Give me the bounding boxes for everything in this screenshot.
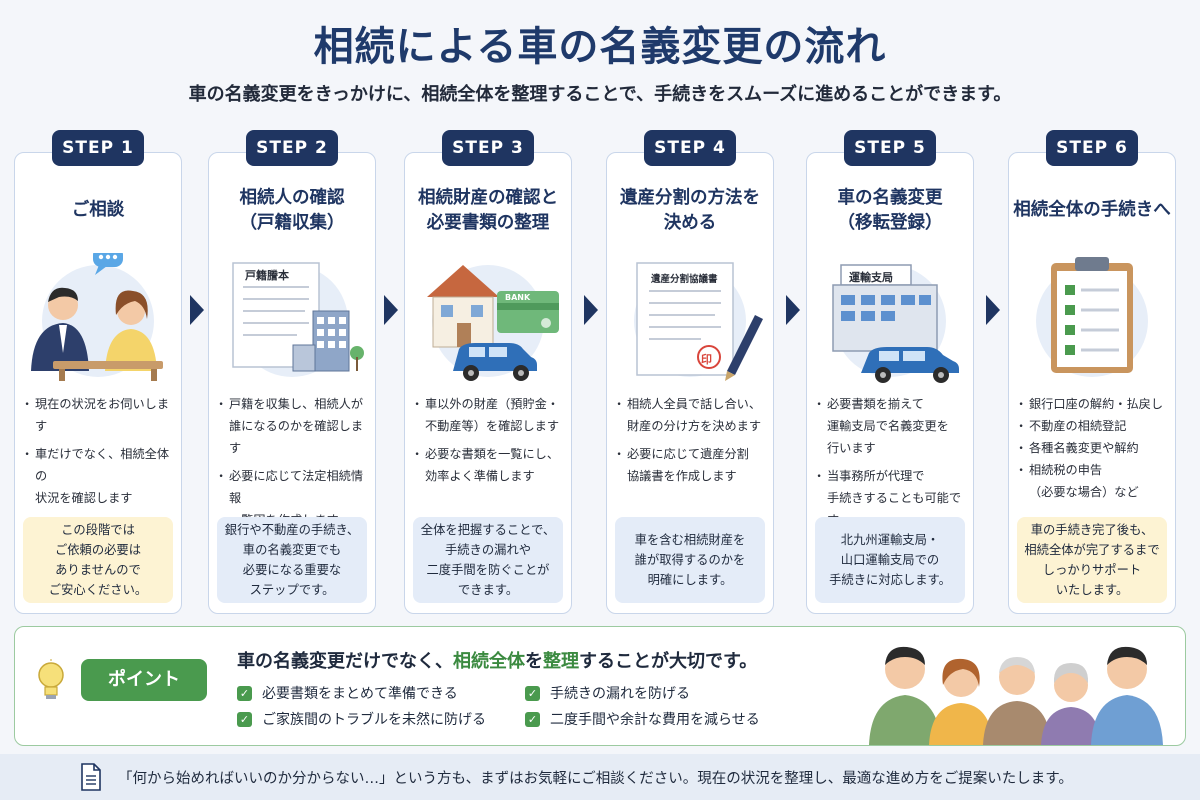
step-bullets: 相続人全員で話し合い、 財産の分け方を決めます 必要に応じて遺産分割 協議書を作… <box>613 393 767 493</box>
step-title: 車の名義変更 （移転登録） <box>837 187 943 233</box>
check-item: ✓ 二度手間や余計な費用を減らせる <box>525 709 760 729</box>
family-register-illustration <box>232 262 364 377</box>
arrow-right-icon <box>786 295 800 325</box>
step-card-2: 相続人の確認 （戸籍収集） 戸籍謄本 戸籍を収集し、相続人が 誰になるのかを確認… <box>208 152 376 614</box>
document-icon <box>81 763 101 791</box>
step-note: 全体を把握することで、 手続きの漏れや 二度手間を防ぐことが できます。 <box>413 517 563 603</box>
step-badge-4: STEP 4 <box>644 130 736 166</box>
bullet-item: 必要書類を揃えて 運輸支局で名義変更を 行います <box>813 393 967 459</box>
footer-message: 「何から始めればいいのか分からない…」という方も、まずはお気軽にご相談ください。… <box>118 771 1073 787</box>
step-bullets: 現在の状況をお伺いします 車だけでなく、相続全体の 状況を確認します <box>21 393 175 515</box>
step-card-1: ご相談 現在の状況をお伺いします 車だけでなく、相続全体の 状況を確認します こ… <box>14 152 182 614</box>
footer-bar: 「何から始めればいいのか分からない…」という方も、まずはお気軽にご相談ください。… <box>0 754 1200 800</box>
bullet-item: 不動産の相続登記 <box>1015 415 1169 437</box>
check-label: ご家族間のトラブルを未然に防げる <box>262 712 486 728</box>
bullet-item: 戸籍を収集し、相続人が 誰になるのかを確認します <box>215 393 369 459</box>
check-label: 二度手間や余計な費用を減らせる <box>550 712 760 728</box>
step-bullets: 銀行口座の解約・払戻し 不動産の相続登記 各種名義変更や解約 相続税の申告 （必… <box>1015 393 1169 503</box>
heading-text: することが大切です。 <box>579 651 758 672</box>
checklist-illustration <box>1036 257 1148 377</box>
arrow-right-icon <box>986 295 1000 325</box>
check-item: ✓ ご家族間のトラブルを未然に防げる <box>237 709 486 729</box>
bullet-item: 車以外の財産（預貯金・ 不動産等）を確認します <box>411 393 565 437</box>
point-badge: ポイント <box>81 659 207 701</box>
checkmark-icon: ✓ <box>525 685 540 701</box>
checkmark-icon: ✓ <box>237 711 252 727</box>
step-badge-5: STEP 5 <box>844 130 936 166</box>
bullet-item: 銀行口座の解約・払戻し <box>1015 393 1169 415</box>
arrow-right-icon <box>190 295 204 325</box>
step-title: 遺産分割の方法を 決める <box>620 187 760 233</box>
step-badge-2: STEP 2 <box>246 130 338 166</box>
point-panel: ポイント 車の名義変更だけでなく、相続全体を整理することが大切です。 ✓ 必要書… <box>14 626 1186 746</box>
heading-emphasis: 相続全体 <box>453 651 525 672</box>
bullet-item: 必要に応じて遺産分割 協議書を作成します <box>613 443 767 487</box>
consultation-illustration <box>31 253 163 381</box>
bank-card-label: BANK <box>505 293 531 302</box>
arrow-right-icon <box>584 295 598 325</box>
check-label: 手続きの漏れを防げる <box>550 686 690 702</box>
step-title: 相続全体の手続きへ <box>1013 200 1171 221</box>
check-item: ✓ 手続きの漏れを防げる <box>525 683 690 703</box>
heading-emphasis: 整理 <box>543 651 579 672</box>
step-card-6: 相続全体の手続きへ 銀行口座の解約・払戻し 不動産の相続登記 各種名義変更や解約… <box>1008 152 1176 614</box>
step-note: 車の手続き完了後も、 相続全体が完了するまで しっかりサポート いたします。 <box>1017 517 1167 603</box>
family-illustration <box>869 646 1163 745</box>
bullet-item: 相続税の申告 （必要な場合）など <box>1015 459 1169 503</box>
step-note: 北九州運輸支局・ 山口運輸支局での 手続きに対応します。 <box>815 517 965 603</box>
bullet-item: 必要な書類を一覧にし、 効率よく準備します <box>411 443 565 487</box>
point-heading: 車の名義変更だけでなく、相続全体を整理することが大切です。 <box>237 647 757 673</box>
step-note: この段階では ご依頼の必要は ありませんので ご安心ください。 <box>23 517 173 603</box>
step-card-4: 遺産分割の方法を 決める 遺産分割協議書 印 相続人全員で話し合い、 財産の分け… <box>606 152 774 614</box>
step-title: 相続人の確認 （戸籍収集） <box>239 187 345 233</box>
step-title: 相続財産の確認と 必要書類の整理 <box>418 187 558 233</box>
check-label: 必要書類をまとめて準備できる <box>262 686 458 702</box>
lightbulb-icon <box>38 659 64 699</box>
steps-flow: ご相談 現在の状況をお伺いします 車だけでなく、相続全体の 状況を確認します こ… <box>14 130 1190 616</box>
stamp-label: 印 <box>701 353 712 366</box>
transport-office-illustration <box>832 264 959 383</box>
step-badge-3: STEP 3 <box>442 130 534 166</box>
bullet-item: 各種名義変更や解約 <box>1015 437 1169 459</box>
checkmark-icon: ✓ <box>237 685 252 701</box>
document-label: 遺産分割協議書 <box>651 274 718 285</box>
step-note: 車を含む相続財産を 誰が取得するのかを 明確にします。 <box>615 517 765 603</box>
office-sign-label: 運輸支局 <box>849 271 893 284</box>
step-title: ご相談 <box>71 200 125 221</box>
step-card-5: 車の名義変更 （移転登録） 運輸支局 必要書類を揃えて 運輸支局で名義変更を 行… <box>806 152 974 614</box>
page-subtitle: 車の名義変更をきっかけに、相続全体を整理することで、手続きをスムーズに進めること… <box>188 84 1012 105</box>
checkmark-icon: ✓ <box>525 711 540 727</box>
step-card-3: 相続財産の確認と 必要書類の整理 BANK 車以外の財産（預貯金・ 不動産等）を… <box>404 152 572 614</box>
page-title: 相続による車の名義変更の流れ <box>313 24 887 70</box>
step-note: 銀行や不動産の手続き、 車の名義変更でも 必要になる重要な ステップです。 <box>217 517 367 603</box>
step-bullets: 必要書類を揃えて 運輸支局で名義変更を 行います 当事務所が代理で 手続きするこ… <box>813 393 967 537</box>
bullet-item: 車だけでなく、相続全体の 状況を確認します <box>21 443 175 509</box>
check-item: ✓ 必要書類をまとめて準備できる <box>237 683 458 703</box>
division-agreement-illustration <box>634 262 763 381</box>
assets-illustration <box>427 265 559 381</box>
heading-text: 車の名義変更だけでなく、 <box>237 651 453 672</box>
bullet-item: 現在の状況をお伺いします <box>21 393 175 437</box>
document-label: 戸籍謄本 <box>245 269 289 282</box>
arrow-right-icon <box>384 295 398 325</box>
bullet-item: 当事務所が代理で 手続きすることも可能です <box>813 465 967 531</box>
step-bullets: 車以外の財産（預貯金・ 不動産等）を確認します 必要な書類を一覧にし、 効率よく… <box>411 393 565 493</box>
step-badge-6: STEP 6 <box>1046 130 1138 166</box>
bullet-item: 相続人全員で話し合い、 財産の分け方を決めます <box>613 393 767 437</box>
step-badge-1: STEP 1 <box>52 130 144 166</box>
step-bullets: 戸籍を収集し、相続人が 誰になるのかを確認します 必要に応じて法定相続情報 一覧… <box>215 393 369 537</box>
heading-text: を <box>525 651 543 672</box>
